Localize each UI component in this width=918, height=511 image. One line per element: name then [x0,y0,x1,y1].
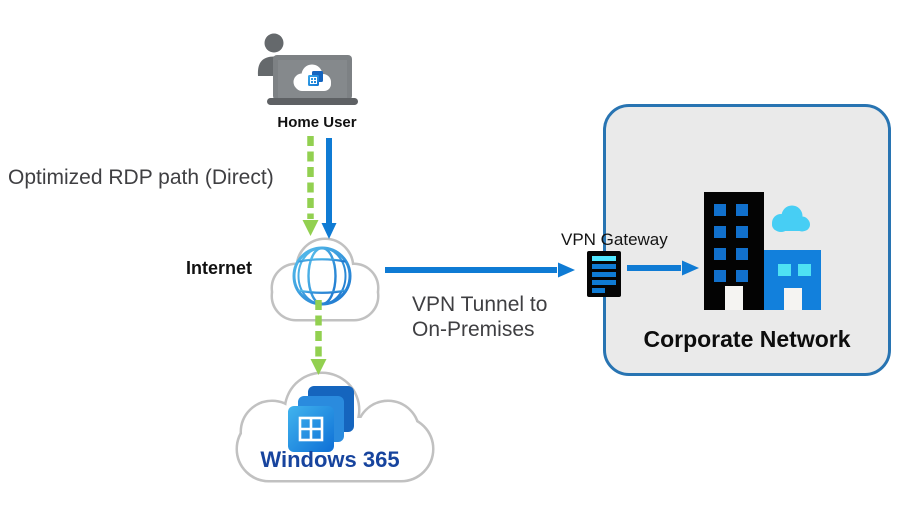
corporate-network-label: Corporate Network [643,326,851,352]
arrow-vpn-gateway-to-corporate [627,260,699,276]
arrow-home-user-to-internet-rdp [302,136,319,236]
internet-label: Internet [186,258,253,278]
arrow-internet-to-windows-365-rdp [310,300,327,375]
vpn-gateway-label: VPN Gateway [561,230,668,249]
home-user-label: Home User [277,114,357,131]
arrow-home-user-to-internet [321,138,337,239]
vpn-tunnel-label: VPN Tunnel to On-Premises [412,292,547,342]
office-buildings-icon [704,192,821,310]
arrow-internet-to-vpn-gateway [385,262,575,278]
vpn-tunnel-label-line1: VPN Tunnel to [412,293,548,316]
vpn-gateway-icon [587,251,621,297]
vpn-tunnel-label-line2: On-Premises [412,318,535,341]
windows-365-label: Windows 365 [260,447,400,472]
optimized-rdp-path-label: Optimized RDP path (Direct) [8,166,274,189]
internet-globe-cloud-icon [270,237,380,322]
windows-365-cloud-icon [235,371,435,483]
home-user-laptop-icon [257,33,358,105]
